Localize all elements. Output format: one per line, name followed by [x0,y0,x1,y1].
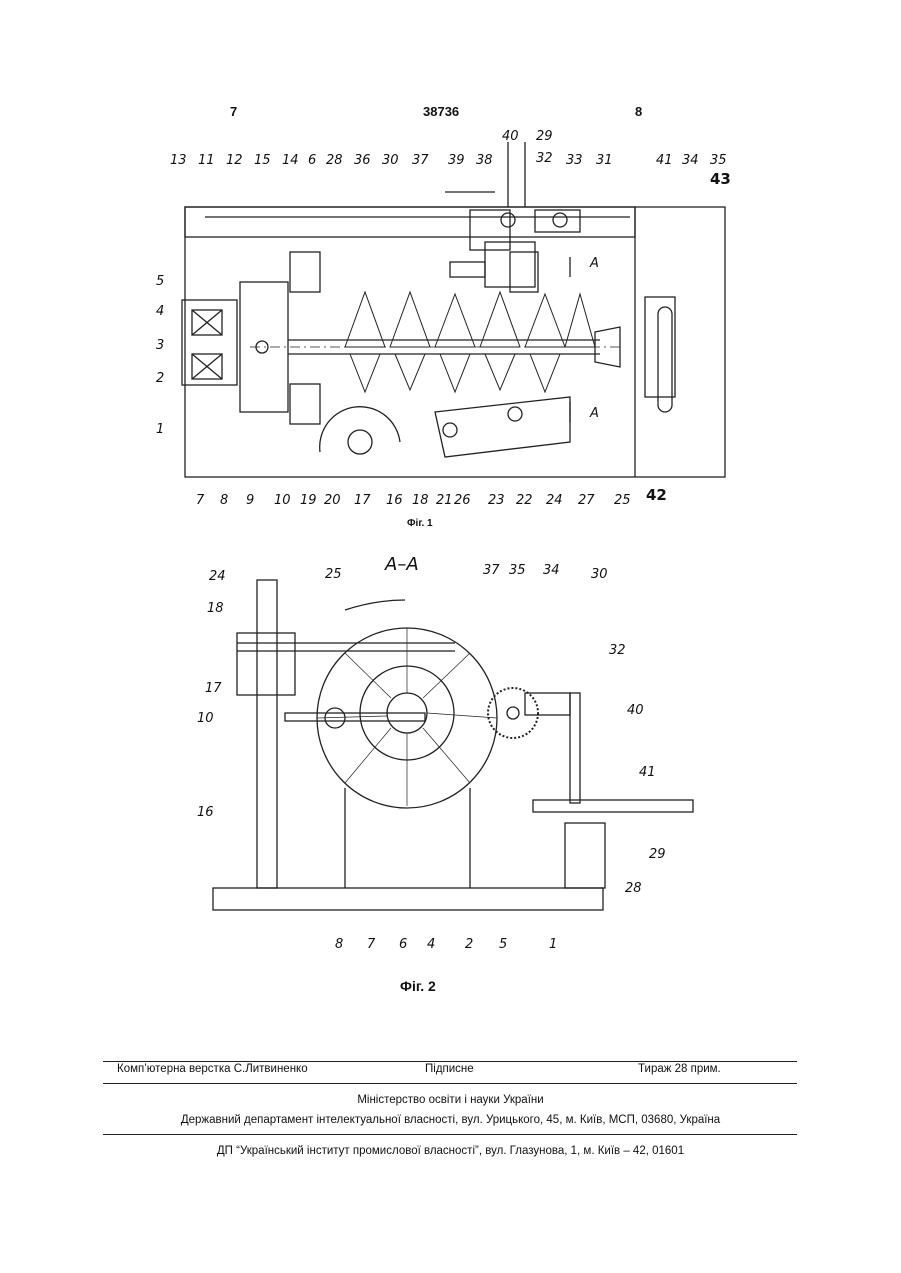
svg-text:37: 37 [412,153,429,168]
svg-text:36: 36 [354,153,371,168]
footer-rule-bottom [103,1134,797,1135]
page-number-left: 7 [230,104,237,119]
svg-text:42: 42 [646,486,667,504]
svg-text:28: 28 [326,153,343,168]
svg-text:43: 43 [710,170,731,188]
svg-text:40: 40 [627,703,644,718]
svg-text:A–A: A–A [384,554,419,575]
svg-text:2: 2 [156,371,164,386]
svg-text:41: 41 [656,153,673,168]
svg-text:31: 31 [596,153,613,168]
svg-text:6: 6 [399,937,407,952]
svg-text:8: 8 [335,937,343,952]
svg-text:14: 14 [282,153,299,168]
svg-text:32: 32 [536,151,553,166]
svg-text:17: 17 [205,681,222,696]
footer-rule-top [103,1061,797,1062]
svg-text:32: 32 [609,643,626,658]
svg-text:1: 1 [156,422,164,437]
svg-text:5: 5 [499,937,507,952]
svg-text:7: 7 [367,937,376,952]
svg-text:18: 18 [412,493,429,508]
signed-note: Підписне [425,1063,474,1075]
svg-text:10: 10 [197,711,214,726]
svg-text:16: 16 [386,493,403,508]
svg-text:26: 26 [454,493,471,508]
figure-1-caption: Фіг. 1 [407,518,433,529]
svg-text:6: 6 [308,153,316,168]
svg-text:A: A [589,256,599,271]
svg-text:23: 23 [488,493,505,508]
svg-text:20: 20 [324,493,341,508]
svg-text:9: 9 [246,493,254,508]
svg-text:18: 18 [207,601,224,616]
svg-text:10: 10 [274,493,291,508]
svg-text:35: 35 [509,563,526,578]
svg-text:39: 39 [448,153,465,168]
svg-text:2: 2 [465,937,473,952]
svg-text:1: 1 [549,937,557,952]
document-number: 38736 [423,104,459,119]
svg-text:7: 7 [196,493,205,508]
svg-text:37: 37 [483,563,500,578]
svg-text:29: 29 [649,847,666,862]
svg-text:16: 16 [197,805,214,820]
footer-rule-middle [103,1083,797,1084]
svg-text:22: 22 [516,493,533,508]
svg-text:5: 5 [156,274,164,289]
figure-2-caption: Фіг. 2 [400,978,436,994]
svg-text:4: 4 [427,937,435,952]
svg-text:34: 34 [682,153,699,168]
svg-text:40: 40 [502,129,519,144]
department-line: Державний департамент інтелектуальної вл… [0,1114,901,1126]
svg-text:13: 13 [170,153,187,168]
svg-text:30: 30 [591,567,608,582]
svg-text:4: 4 [156,304,164,319]
svg-text:38: 38 [476,153,493,168]
typesetting-credit: Комп’ютерна верстка С.Литвиненко [117,1063,308,1075]
svg-text:25: 25 [325,567,342,582]
svg-text:25: 25 [614,493,631,508]
svg-text:11: 11 [198,153,215,168]
svg-text:41: 41 [639,765,656,780]
svg-text:21: 21 [436,493,453,508]
svg-text:A: A [589,406,599,421]
svg-text:35: 35 [710,153,727,168]
ministry-line: Міністерство освіти і науки України [0,1094,901,1106]
svg-text:12: 12 [226,153,243,168]
svg-text:8: 8 [220,493,228,508]
svg-text:24: 24 [209,569,226,584]
svg-text:3: 3 [156,338,164,353]
svg-text:28: 28 [625,881,642,896]
svg-text:29: 29 [536,129,553,144]
svg-text:30: 30 [382,153,399,168]
svg-text:17: 17 [354,493,371,508]
svg-text:15: 15 [254,153,271,168]
svg-text:34: 34 [543,563,560,578]
page-number-right: 8 [635,104,642,119]
svg-text:19: 19 [300,493,317,508]
figure-2-drawing: A–A 242537 353430 181710 324041 162928 8… [195,548,705,968]
svg-text:24: 24 [546,493,563,508]
figure-1-drawing: 131112 15146 283630 373938 402932 333141… [150,122,740,542]
svg-text:33: 33 [566,153,583,168]
institute-line: ДП “Український інститут промислової вла… [0,1145,901,1157]
circulation-note: Тираж 28 прим. [638,1063,721,1075]
svg-text:27: 27 [578,493,595,508]
